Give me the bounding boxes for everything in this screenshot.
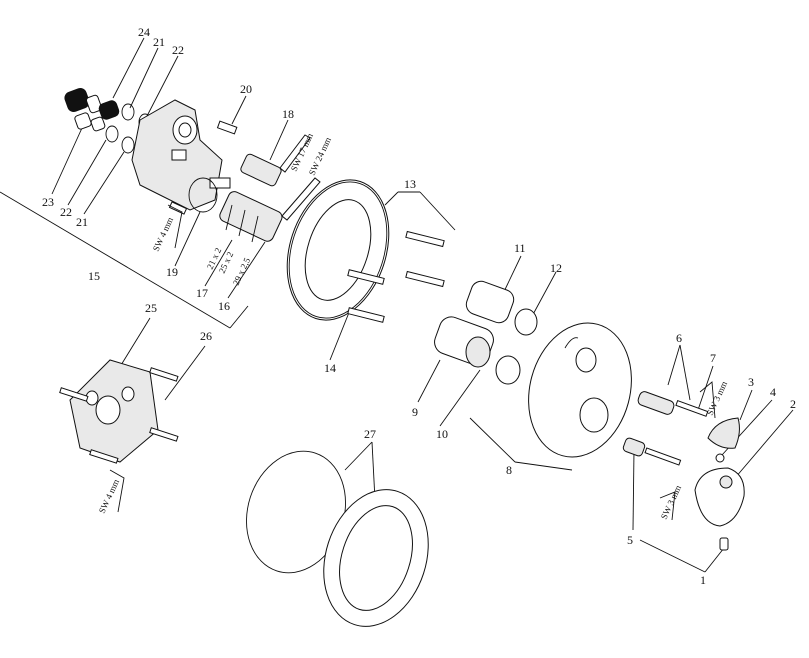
extension-11 xyxy=(465,280,515,324)
valve-body xyxy=(131,99,231,211)
wrench-17 xyxy=(279,134,311,173)
label-15: 15 xyxy=(88,269,100,283)
label-1: 1 xyxy=(700,573,706,587)
label-6: 6 xyxy=(676,331,682,345)
label-11: 11 xyxy=(514,241,526,255)
screw-20 xyxy=(216,120,238,135)
label-20: 20 xyxy=(240,82,252,96)
label-23: 23 xyxy=(42,195,54,209)
diverter-spindle xyxy=(240,153,282,187)
label-3: 3 xyxy=(748,375,754,389)
tool-label-sw3-lower: SW 3 mm xyxy=(659,484,683,521)
disc-10 xyxy=(495,355,521,385)
grub-screw-1 xyxy=(719,537,729,551)
disc-12 xyxy=(514,308,538,336)
label-7: 7 xyxy=(710,351,716,365)
label-26: 26 xyxy=(200,329,212,343)
screw-26a xyxy=(149,427,179,442)
label-19: 19 xyxy=(166,265,178,279)
knob-2 xyxy=(694,467,745,527)
label-4: 4 xyxy=(770,385,776,399)
label-16: 16 xyxy=(218,299,230,313)
extension-9 xyxy=(434,316,494,368)
cap-4 xyxy=(715,453,725,463)
hex-key-upper xyxy=(699,381,716,419)
hex-key-left xyxy=(167,204,183,249)
rough-in-body-cover xyxy=(69,359,159,463)
cover-frame-27 xyxy=(323,489,429,627)
tool-label-sw4-bottom: SW 4 mm xyxy=(97,478,121,515)
ring-19 xyxy=(188,177,218,213)
tool-label-sw4-left: SW 4 mm xyxy=(151,216,175,253)
label-22-top: 22 xyxy=(172,43,184,57)
thermostat-cartridge xyxy=(219,191,283,243)
spindle-extension-6 xyxy=(637,391,675,415)
label-5: 5 xyxy=(627,533,633,547)
screw-13b xyxy=(405,270,445,288)
label-9: 9 xyxy=(412,405,418,419)
label-21-bottom: 21 xyxy=(76,215,88,229)
label-13: 13 xyxy=(404,177,416,191)
hex-key-bottom xyxy=(109,469,125,513)
spindle-5 xyxy=(622,437,646,457)
screw-14b xyxy=(347,307,385,323)
label-27: 27 xyxy=(364,427,376,441)
cover-plate xyxy=(528,322,632,458)
label-21-top: 21 xyxy=(153,35,165,49)
label-14: 14 xyxy=(324,361,336,375)
screw-body xyxy=(168,201,188,215)
part-labels: 24 21 22 23 22 21 20 18 13 15 19 17 16 1… xyxy=(42,25,796,587)
screw-25a xyxy=(149,367,179,382)
handle-lever-3 xyxy=(707,417,740,449)
label-10: 10 xyxy=(436,427,448,441)
hex-key-lower xyxy=(659,491,676,521)
wrench-24 xyxy=(281,177,321,221)
label-17: 17 xyxy=(196,286,208,300)
label-22-bottom: 22 xyxy=(60,205,72,219)
label-2: 2 xyxy=(790,397,796,411)
screw-26b xyxy=(89,449,119,464)
leader-lines xyxy=(0,37,794,573)
oring-label-3: 29 x 2,5 xyxy=(231,256,253,287)
label-24: 24 xyxy=(138,25,150,39)
label-18: 18 xyxy=(282,107,294,121)
screw-7 xyxy=(675,400,709,417)
screw-25b xyxy=(59,387,89,402)
screw-14a xyxy=(347,269,385,285)
check-valve-cartridges xyxy=(64,88,120,132)
label-12: 12 xyxy=(550,261,562,275)
screw-13a xyxy=(405,230,445,248)
screw-5 xyxy=(644,447,682,466)
label-25: 25 xyxy=(145,301,157,315)
mounting-plate xyxy=(286,179,390,321)
label-8: 8 xyxy=(506,463,512,477)
